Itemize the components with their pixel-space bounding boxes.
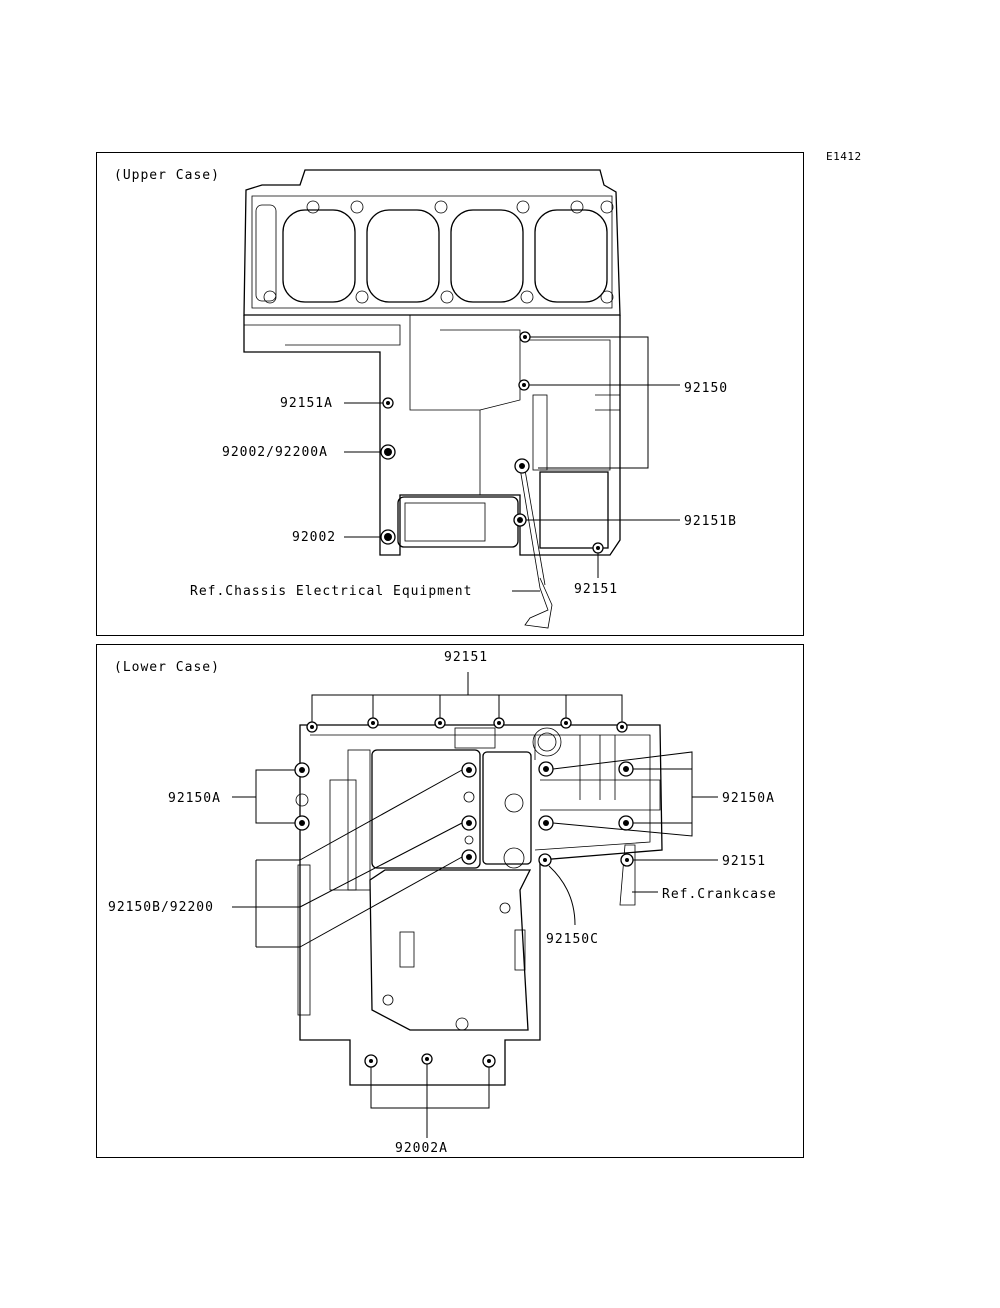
- label-92151-upper: 92151: [574, 582, 618, 597]
- lower-leader-lines: [232, 672, 718, 1138]
- upper-leader-lines: [344, 336, 680, 592]
- upper-case-title: (Upper Case): [114, 168, 220, 183]
- label-92150: 92150: [684, 381, 728, 396]
- label-92150A-left: 92150A: [168, 791, 221, 806]
- label-92002-92200A: 92002/92200A: [222, 445, 328, 460]
- label-92150A-right: 92150A: [722, 791, 775, 806]
- label-92151-lower-right: 92151: [722, 854, 766, 869]
- upper-crankcase-drawing: [243, 169, 621, 629]
- lower-case-title: (Lower Case): [114, 660, 220, 675]
- upper-case-panel: [96, 152, 804, 636]
- upper-bolt-markers: [380, 331, 604, 554]
- diagram-code: E1412: [826, 150, 862, 163]
- lower-case-panel: [96, 644, 804, 1158]
- label-92002A: 92002A: [395, 1141, 448, 1156]
- lower-bolt-markers: [294, 717, 634, 1068]
- label-92151B: 92151B: [684, 514, 737, 529]
- lower-crankcase-drawing: [295, 724, 663, 1086]
- label-92151A: 92151A: [280, 396, 333, 411]
- label-92151-lower-top: 92151: [444, 650, 488, 665]
- label-92150C: 92150C: [546, 932, 599, 947]
- label-92150B-92200: 92150B/92200: [108, 900, 214, 915]
- label-92002: 92002: [292, 530, 336, 545]
- label-ref-chassis-electrical: Ref.Chassis Electrical Equipment: [190, 584, 472, 599]
- label-ref-crankcase: Ref.Crankcase: [662, 887, 777, 902]
